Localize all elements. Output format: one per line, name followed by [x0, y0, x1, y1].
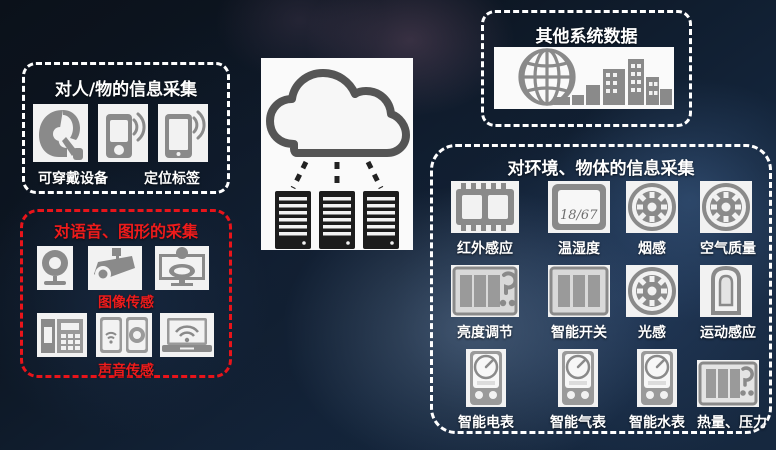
- sensor-label-smoke: 烟感: [638, 241, 666, 257]
- sensor-label-electric-meter: 智能电表: [458, 415, 514, 431]
- voice-sensing-label: 声音传感: [98, 363, 154, 379]
- other-systems-panel: [481, 10, 692, 127]
- voice-image-panel: [20, 209, 232, 378]
- air-quality-icon: [700, 181, 752, 233]
- sensor-label-smart-switch: 智能开关: [551, 325, 607, 341]
- sensor-label-heat-pressure: 热量、压力: [697, 415, 767, 431]
- handheld-tracker-icon: [98, 104, 148, 162]
- heat-pressure-meter-icon: [697, 360, 759, 407]
- video-conference-icon: [155, 246, 209, 290]
- smart-water-meter-icon: [637, 349, 677, 407]
- dimmer-switch-icon: [451, 265, 519, 317]
- sensor-label-infrared: 红外感应: [457, 241, 513, 257]
- desk-phone-icon: [37, 313, 87, 357]
- globe-city-icon: [494, 47, 674, 109]
- sensor-label-gas-meter: 智能气表: [550, 415, 606, 431]
- smartphone-signal-icon: [158, 104, 208, 162]
- sensor-label-temp-humidity: 温湿度: [558, 241, 600, 257]
- sensor-label-dimmer: 亮度调节: [457, 325, 513, 341]
- thermo-hygrometer-icon: 18/67: [548, 181, 610, 233]
- environment-panel: [430, 144, 772, 434]
- sensor-label-air-quality: 空气质量: [700, 241, 756, 257]
- wearable-headset-icon: [33, 104, 88, 162]
- cctv-camera-icon: [88, 246, 142, 290]
- people-label-wearable: 可穿戴设备: [38, 171, 108, 187]
- sensor-label-water-meter: 智能水表: [629, 415, 685, 431]
- smartphones-wifi-icon: [96, 313, 152, 357]
- people-objects-panel-title: 对人/物的信息采集: [54, 80, 198, 100]
- people-label-tag: 定位标签: [144, 171, 200, 187]
- thermo-display-value: 18/67: [560, 208, 598, 223]
- voice-image-panel-title: 对语音、图形的采集: [53, 222, 198, 241]
- environment-panel-title: 对环境、物体的信息采集: [507, 159, 695, 179]
- smart-gas-meter-icon: [558, 349, 598, 407]
- light-sensor-icon: [626, 265, 678, 317]
- motion-sensor-icon: [700, 265, 752, 317]
- other-systems-panel-title: 其他系统数据: [535, 27, 638, 47]
- cloud-server-graphic: [261, 58, 413, 250]
- smoke-detector-icon: [626, 181, 678, 233]
- webcam-icon: [37, 246, 73, 290]
- image-sensing-label: 图像传感: [98, 295, 154, 311]
- infrared-chip-icon: [451, 181, 519, 233]
- people-objects-panel: [22, 62, 230, 194]
- smart-electric-meter-icon: [466, 349, 506, 407]
- sensor-label-motion: 运动感应: [700, 325, 756, 341]
- sensor-label-light: 光感: [638, 325, 666, 341]
- smart-switch-icon: [548, 265, 610, 317]
- laptop-wifi-icon: [160, 313, 214, 357]
